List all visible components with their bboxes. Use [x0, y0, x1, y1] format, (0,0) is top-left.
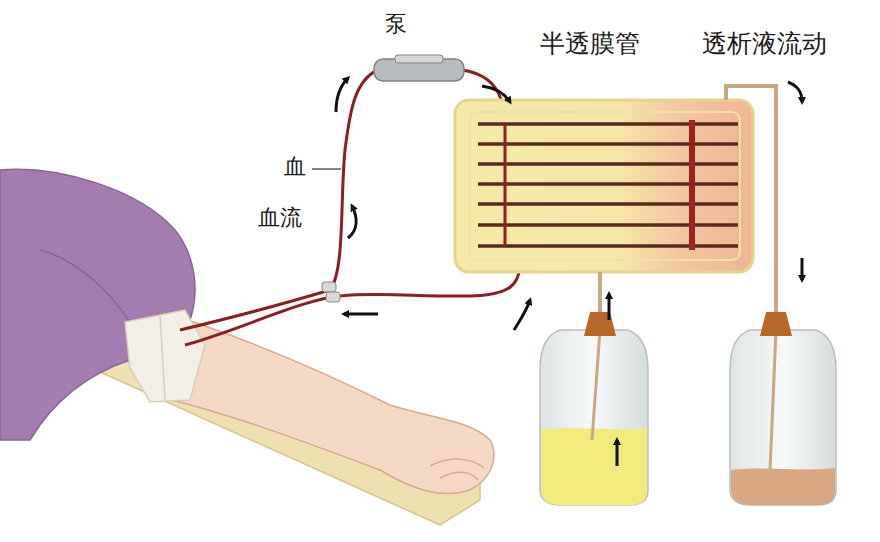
tube-connector: [322, 282, 336, 292]
blood-manifold: [689, 120, 695, 250]
used-dialysate: [731, 468, 835, 505]
pump-top: [395, 55, 443, 63]
part-label: 半透膜管: [540, 30, 640, 58]
hand-detail: [430, 459, 484, 480]
dialysate-tube-in: [598, 272, 602, 318]
fresh-dialysate-bag: [540, 330, 648, 505]
dialysate-tube-out: [726, 86, 776, 318]
part-label: 血流: [258, 206, 302, 230]
bag-straw: [592, 330, 600, 440]
tube-connector: [326, 292, 340, 302]
dialyzer: [455, 100, 753, 272]
tape-edge: [160, 315, 165, 400]
forearm: [120, 300, 494, 494]
used-dialysate-bag: [730, 330, 836, 505]
bag-cap: [760, 312, 792, 336]
flow-arrows: [336, 78, 802, 466]
blood-tube-return: [185, 262, 520, 345]
part-label: 血: [284, 155, 306, 179]
bag-straw: [770, 330, 776, 470]
bag-cap: [584, 312, 616, 336]
blood-tube-out: [180, 70, 378, 330]
leader-line: [312, 168, 341, 169]
fresh-dialysate: [541, 428, 647, 505]
part-label: 透析液流动: [702, 30, 827, 58]
tape: [125, 310, 205, 402]
blood-manifold: [504, 124, 507, 246]
dialyzer-inner: [470, 112, 740, 260]
part-label: 泵: [385, 12, 407, 36]
membrane-tubes: [478, 124, 738, 246]
